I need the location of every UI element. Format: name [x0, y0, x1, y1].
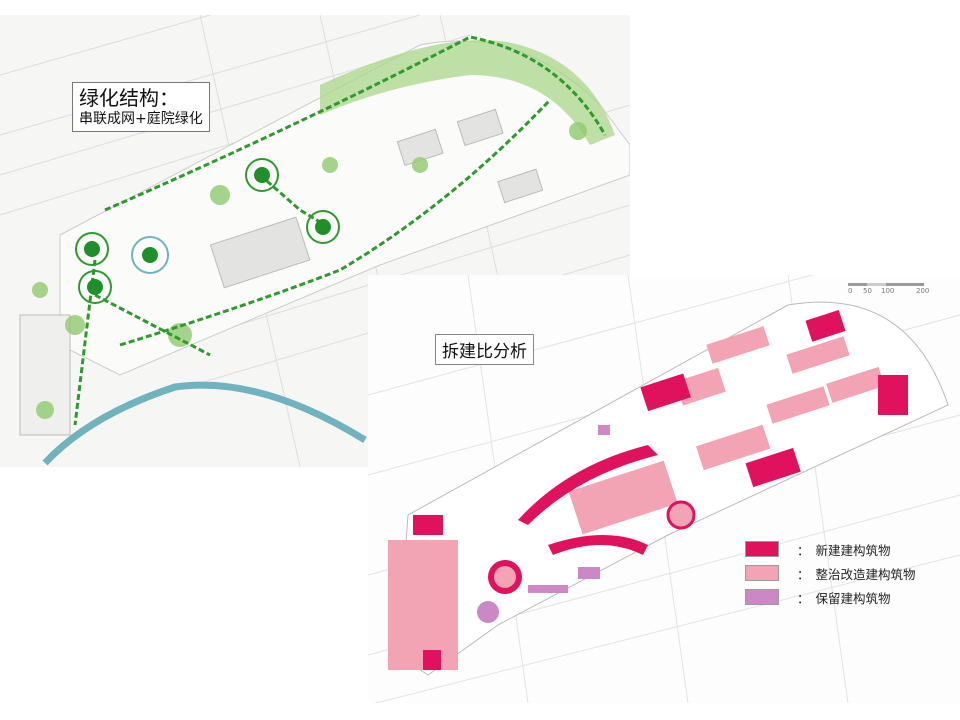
legend-swatch: [745, 565, 779, 581]
retained-buildings: [477, 425, 610, 623]
scale-label: 100: [881, 287, 895, 295]
green-structure-subtitle: 串联成网+庭院绿化: [79, 111, 203, 127]
scale-label: 0: [848, 287, 853, 295]
greening-nodes: [75, 158, 340, 304]
building-legend: ： 新建建构筑物 ： 整治改造建构筑物 ： 保留建构筑物: [745, 537, 916, 609]
legend-label: 新建建构筑物: [815, 542, 891, 558]
legend-item-retained: ： 保留建构筑物: [745, 585, 916, 609]
demolition-analysis-title: 拆建比分析: [435, 334, 534, 365]
legend-separator: ：: [797, 590, 810, 606]
green-structure-title: 绿化结构：: [79, 86, 179, 110]
buildings: [19, 108, 544, 436]
greening-map-drawing: [0, 15, 630, 467]
legend-item-renovated: ： 整治改造建构筑物: [745, 561, 916, 585]
scale-bar-line: [848, 283, 924, 286]
legend-label: 保留建构筑物: [815, 590, 891, 606]
legend-swatch: [745, 541, 779, 557]
green-structure-title-box: 绿化结构： 串联成网+庭院绿化: [72, 82, 210, 132]
legend-separator: ：: [797, 542, 810, 558]
legend-swatch: [745, 589, 779, 605]
demolition-map-drawing: [368, 275, 960, 703]
scale-label: 200: [916, 287, 930, 295]
greening-structure-map: 绿化结构： 串联成网+庭院绿化: [0, 15, 630, 467]
scale-label: 50: [863, 287, 872, 295]
river: [42, 381, 367, 466]
new-buildings: [413, 309, 908, 670]
legend-separator: ：: [797, 566, 810, 582]
scale-bar: 0 50 100 200: [848, 283, 938, 295]
legend-label: 整治改造建构筑物: [815, 566, 916, 582]
legend-item-new: ： 新建建构筑物: [745, 537, 916, 561]
